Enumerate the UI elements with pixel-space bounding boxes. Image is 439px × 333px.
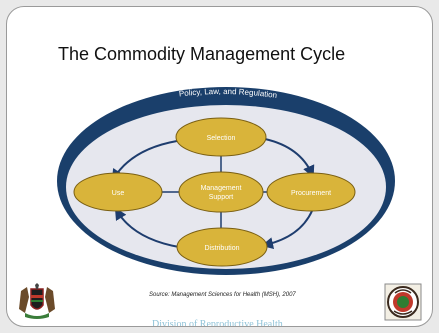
commodity-cycle-diagram: Policy, Law, and Regulation Selection Pr… [57, 87, 395, 275]
node-center-label-2: Support [209, 194, 234, 201]
source-citation: Source: Management Sciences for Health (… [149, 292, 296, 298]
node-distribution-label: Distribution [204, 245, 239, 252]
node-center-label-1: Management [201, 185, 242, 192]
slide: The Commodity Management Cycle Policy, L… [6, 6, 433, 327]
node-selection: Selection [175, 117, 267, 157]
slide-title: The Commodity Management Cycle [58, 44, 346, 64]
arrow-procurement-distribution [261, 210, 313, 250]
coat-of-arms-icon [17, 283, 57, 326]
node-use: Use [73, 172, 163, 212]
ministry-seal-icon [384, 283, 422, 326]
node-use-label: Use [112, 190, 125, 197]
node-management-support: Management Support [178, 171, 264, 213]
node-procurement-label: Procurement [291, 190, 331, 197]
node-selection-label: Selection [207, 135, 236, 142]
arrow-selection-procurement [264, 138, 315, 178]
node-procurement: Procurement [266, 172, 356, 212]
footer-text: Division of Reproductive Health [152, 319, 283, 327]
arrow-distribution-use [114, 207, 180, 248]
node-distribution: Distribution [176, 227, 268, 267]
